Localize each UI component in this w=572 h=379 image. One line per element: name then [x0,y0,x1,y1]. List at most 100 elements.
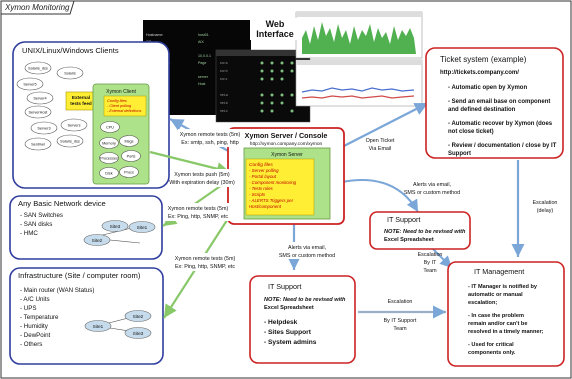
label-remote-tests-1a: Xymon remote tests (5m) [180,132,241,138]
svg-text:Site1: Site1 [93,324,104,329]
client-host-3-label: Server5 [23,83,36,87]
page-title: Xymon Monitoring [4,3,70,12]
infra-item-6: - DewPoint [20,332,51,339]
svg-text:net-c: net-c [220,109,228,113]
label-escalation-team-c: Team [423,268,437,274]
ticket-item-2b: and defined destination [448,107,516,113]
external-tests-line2: tests feed [70,101,92,106]
infra-site1 [84,320,112,332]
client-metric-processes: Processes [99,152,119,164]
xymon-server-inner-title: Xymon Server [271,152,303,158]
svg-text:Site1: Site1 [137,225,148,230]
svg-text:Page: Page [198,61,206,65]
label-escalation-support-c: Team [393,326,407,332]
ticket-url: http://tickets.company.com/ [440,70,519,76]
client-metric-memory: Memory [99,137,119,149]
network-item-2: - SAN disks [20,221,52,228]
web-interface-title-1: Web [266,19,285,29]
client-metric-procs-label: Procs [124,171,134,175]
client-host-1-label: Solaris_dss [28,67,48,71]
client-host-7: Servers [60,118,88,132]
label-push-a: Xymon tests push (5m) [174,172,230,178]
itm-item-1b: automatic or manual [468,292,523,298]
server-config-item-6: - ALERTS Triggers per [249,198,294,203]
label-remote-tests-2a: Xymon remote tests (5m) [168,206,229,212]
it-support-item-2: - Sites Support [264,329,312,336]
client-host-8: Sentinel [24,137,52,151]
server-config-item-3: - Component monitoring [249,180,297,185]
label-escalation-support-a: Escalation [388,299,413,305]
infra-item-3: - UPS [20,305,37,312]
label-escalation-support-b: By IT Support [384,318,417,324]
svg-text:Site3: Site3 [110,224,121,229]
client-host-6: Server3 [30,121,58,135]
svg-text:server: server [198,75,209,79]
it-support-small-box: IT Support NOTE: Need to be revised with… [369,211,471,250]
svg-text:Hostname:: Hostname: [146,33,163,37]
ticket-item-1: - Automatic open by Xymon [448,85,527,91]
client-hosts: Solaris_dssSolarisServer5Server4ServerHo… [16,61,88,151]
label-alerts-2a: Alerts via email, [413,182,452,188]
label-alerts-1a: Alerts via email, [288,245,327,251]
client-host-2-label: Solaris [64,72,76,76]
client-host-1: Solaris_dss [24,61,52,75]
client-metric-msgs: Msgs [119,135,139,147]
itm-item-2c: resolved in a timely manner; [468,329,544,335]
client-host-2: Solaris [56,66,84,80]
server-config-item-7: Host/component [249,204,282,209]
it-support-note-1: NOTE: Need to be revised with [264,297,346,303]
client-host-9: Solaris_dss [56,134,84,148]
ticket-item-2a: - Send an email base on component [448,99,550,105]
client-metric-processes-label: Processes [100,157,118,161]
network-site1 [128,221,156,233]
client-metric-ports: Ports [121,150,141,162]
server-config-item-2: - Portal layout [249,174,277,179]
it-support-box: IT Support NOTE: Need to be revised with… [249,275,356,364]
label-open-ticket-b: Via Email [369,146,392,152]
network-title: Any Basic Network device [18,199,106,208]
ticket-item-4a: - Review / documentation / close by IT [448,143,557,149]
label-push-b: With expiration delay (30m) [169,180,235,186]
ticket-title: Ticket system (example) [440,55,527,64]
ticket-item-3b: not close ticket) [448,129,494,135]
infrastructure-title: Infrastructure (Site / computer room) [18,271,141,280]
clients-title: UNIX/Linux/Windows Clients [22,46,119,55]
label-remote-tests-3b: Ex: Ping, http, SNMP, etc [175,264,235,270]
label-alerts-2b: SMS or custom method [404,190,460,196]
infra-item-1: - Main router (WAN Status) [20,287,94,294]
label-remote-tests-1b: Ex: smtp, ssh, ping, http [181,140,239,146]
infra-item-4: - Temperature [20,314,59,321]
svg-text:Site2: Site2 [92,238,103,243]
web-interface-title-bg [250,18,300,40]
label-escalation-delay-b: (delay) [537,208,554,214]
svg-text:Site3: Site3 [133,331,144,336]
infra-site2 [124,310,152,322]
svg-text:net-a: net-a [220,93,228,97]
screenshot-graph-2 [295,59,423,107]
server-config-item-1: - Server polling [249,168,279,173]
xymon-client-title: Xymon Client [106,89,136,95]
svg-text:srv-c: srv-c [220,77,228,81]
arrow-open-ticket [339,102,429,149]
it-support-item-3: - System admins [264,339,317,346]
client-metric-disk: Disk [99,167,119,179]
itm-item-1a: - IT Manager is notified by [468,284,538,290]
network-box: Any Basic Network device - SAN Switches … [9,195,163,260]
client-host-8-label: Sentinel [31,143,45,147]
infra-item-5: - Humidity [20,323,49,330]
ticket-box: Ticket system (example) http://tickets.c… [425,47,564,159]
svg-text:AIX: AIX [198,40,204,44]
itm-item-2b: remain and/or can't be [468,321,527,327]
client-host-7-label: Servers [67,124,80,128]
it-support-item-1: - Helpdesk [264,319,298,326]
client-metric-cpu-label: CPU [106,126,114,130]
svg-text:Site2: Site2 [133,314,144,319]
client-host-4: Server4 [26,91,54,105]
network-item-1: - SAN Switches [20,212,63,219]
itm-item-2a: - In case the problem [468,313,524,319]
ticket-item-3a: - Automatic recover by Xymon (does [448,121,553,127]
server-title: Xymon Server / Console [245,131,328,140]
